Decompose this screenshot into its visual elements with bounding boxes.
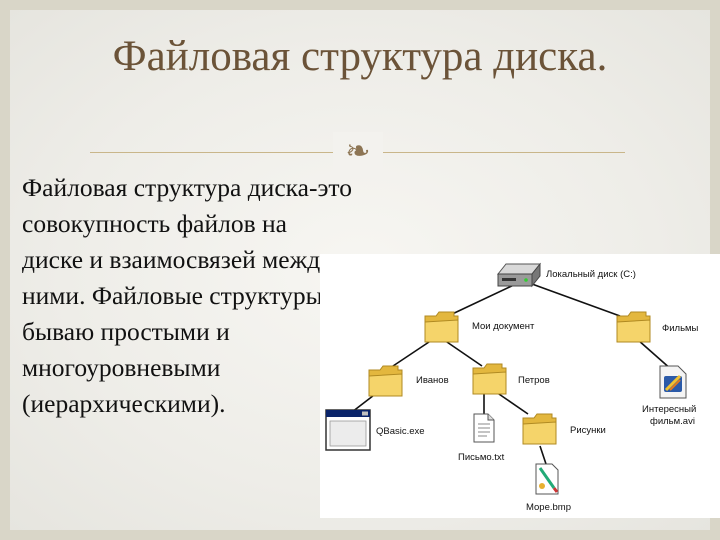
edge-disk-docs: [447, 283, 517, 317]
edge-films-movie: [637, 339, 673, 371]
folder-icon: [522, 413, 557, 445]
node-label-films: Фильмы: [662, 323, 699, 334]
node-label-ivanov: Иванов: [416, 375, 449, 386]
edge-docs-petrov: [443, 339, 483, 367]
node-label-sea: Море.bmp: [526, 502, 571, 513]
paint-brush-icon: [535, 463, 559, 495]
node-label-qbasic: QBasic.exe: [376, 426, 425, 437]
node-label-pictures: Рисунки: [570, 425, 606, 436]
tree-connectors: [351, 283, 673, 465]
hard-drive-icon: [496, 262, 542, 288]
slide-title: Файловая структура диска.: [112, 33, 608, 80]
text-document-icon: [473, 413, 495, 443]
folder-icon: [424, 311, 459, 343]
flourish-icon: ❧: [333, 132, 383, 172]
video-file-icon: [659, 365, 687, 399]
node-label-disk: Локальный диск (C:): [546, 269, 636, 280]
edge-disk-films: [531, 283, 621, 317]
edge-petrov-pictures: [495, 391, 529, 415]
node-label-movie-line2: фильм.avi: [650, 416, 695, 427]
application-window-icon: [325, 409, 371, 451]
file-tree-diagram: Локальный диск (C:) Мои документ Фильмы …: [320, 254, 720, 518]
folder-icon: [472, 363, 507, 395]
folder-icon: [368, 365, 403, 397]
node-label-petrov: Петров: [518, 375, 550, 386]
edge-docs-ivanov: [389, 339, 433, 369]
node-label-letter: Письмо.txt: [458, 452, 505, 463]
node-label-movie-line1: Интересный: [642, 404, 696, 415]
slide-body-text: Файловая структура диска-это совокупност…: [22, 173, 352, 418]
node-label-docs: Мои документ: [472, 321, 535, 332]
edge-pictures-sea: [539, 445, 547, 465]
folder-icon: [616, 311, 651, 343]
